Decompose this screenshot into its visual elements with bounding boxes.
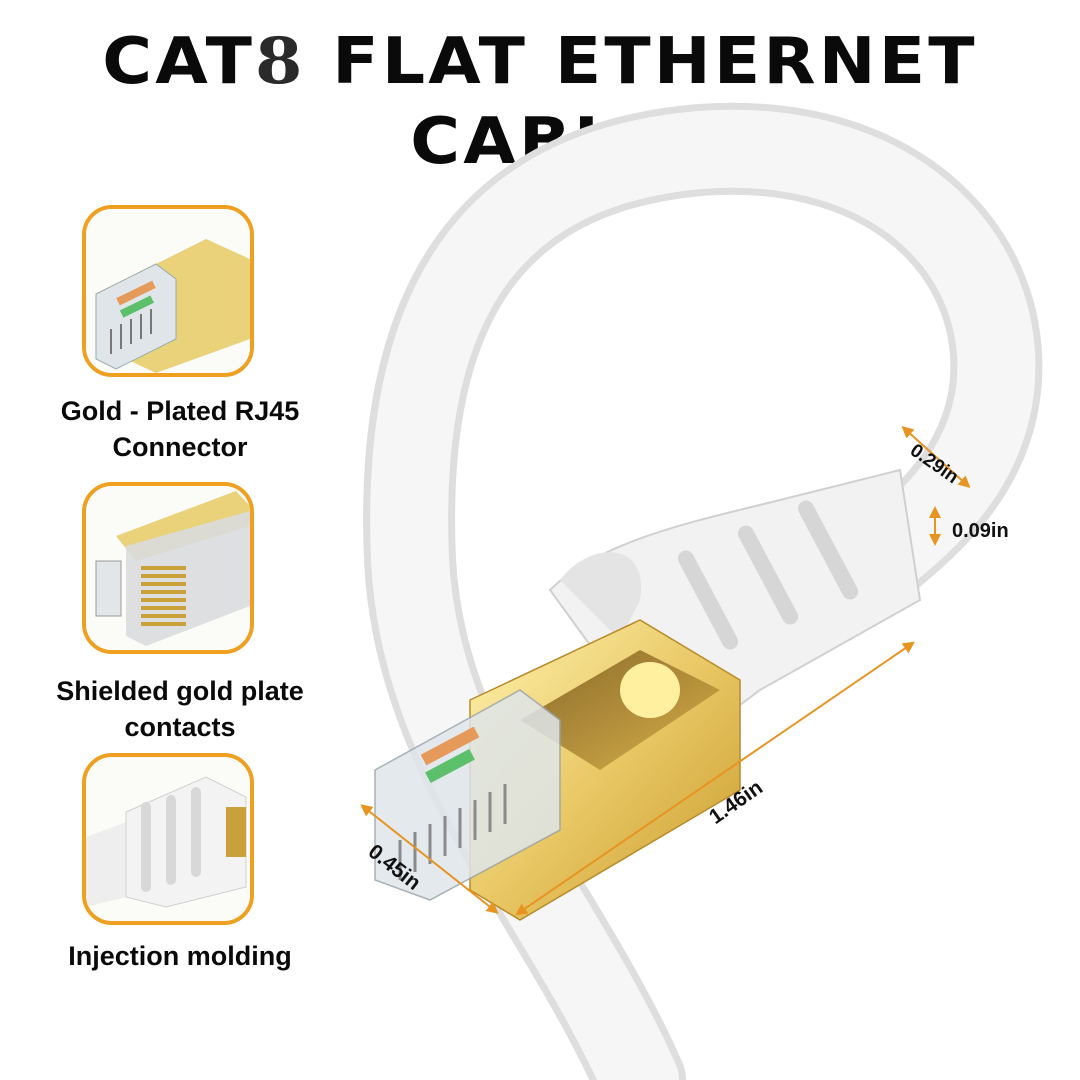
feature-thumb-injection-molding (82, 753, 254, 925)
strain-relief-boot-icon (86, 757, 250, 921)
title-prefix: CAT (102, 25, 256, 99)
dimension-lines (360, 425, 971, 916)
dimension-cable-thickness: 0.09in (952, 520, 1009, 542)
caption-line: Gold - Plated RJ45 (60, 396, 300, 426)
title-number: 8 (255, 24, 306, 99)
feature-caption-rj45-connector: Gold - Plated RJ45 Connector (0, 393, 360, 465)
caption-line: Injection molding (68, 941, 292, 971)
feature-thumb-rj45-connector (82, 205, 254, 377)
gold-contacts-icon (86, 486, 250, 650)
caption-line: contacts (124, 712, 236, 742)
feature-caption-gold-contacts: Shielded gold plate contacts (0, 673, 360, 745)
rj45-connector-icon (86, 209, 250, 373)
caption-line: Connector (112, 432, 248, 462)
feature-thumb-gold-contacts (82, 482, 254, 654)
caption-line: Shielded gold plate (56, 676, 304, 706)
feature-caption-injection-molding: Injection molding (0, 938, 360, 974)
